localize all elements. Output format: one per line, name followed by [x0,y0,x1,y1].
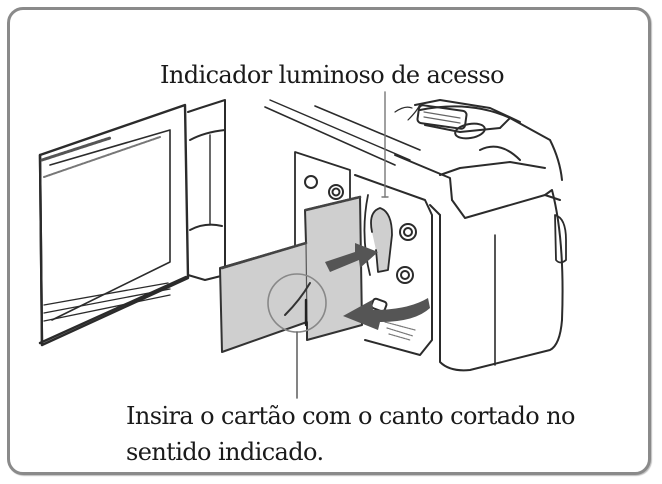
instruction-caption: Insira o cartão com o canto cortado no s… [126,398,646,470]
insert-arrow-icon [325,243,378,272]
close-cover-arrow-icon [343,298,430,330]
access-lamp-label: Indicador luminoso de acesso [0,61,662,89]
instruction-line-1: Insira o cartão com o canto cortado no [126,402,575,430]
camcorder-body [429,189,567,372]
lcd-screen [38,103,190,347]
access-lamp-leader [381,91,389,198]
instruction-line-2: sentido indicado. [126,438,324,466]
camcorder-top [264,99,563,201]
card-slot-panel [294,151,433,356]
lcd-hinge [187,99,226,281]
cut-corner-callout [267,273,327,399]
access-lamp-label-text: Indicador luminoso de acesso [160,61,505,89]
